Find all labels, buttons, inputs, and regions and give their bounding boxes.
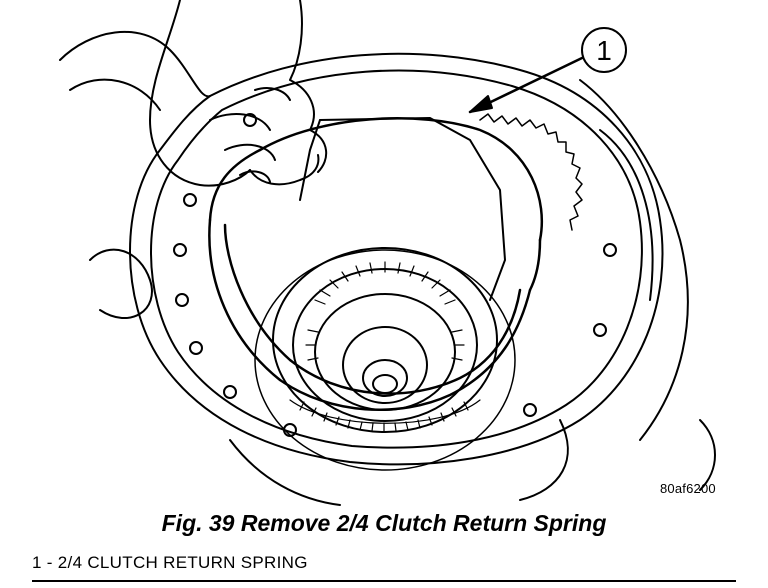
callout-arrow <box>468 56 584 114</box>
hub-splines <box>305 261 465 361</box>
legend-item-separator: - <box>46 553 53 572</box>
case-gear-teeth <box>479 113 583 231</box>
clutch-pack <box>254 117 516 471</box>
transmission-case <box>59 30 716 506</box>
hand <box>149 0 328 187</box>
bottom-gear-ring <box>289 399 481 432</box>
legend-divider <box>32 580 736 582</box>
clutch-spring-illustration: 1 <box>59 0 716 506</box>
legend-item-label: 2/4 CLUTCH RETURN SPRING <box>57 553 308 572</box>
legend-item-number: 1 <box>32 553 42 572</box>
figure-code: 80af6200 <box>660 481 716 496</box>
figure-caption: Fig. 39 Remove 2/4 Clutch Return Spring <box>161 510 607 536</box>
bolt-holes <box>173 113 617 437</box>
callout-number: 1 <box>596 35 612 66</box>
callout-bubble: 1 <box>581 27 627 73</box>
legend-item: 1 - 2/4 CLUTCH RETURN SPRING <box>32 553 308 573</box>
